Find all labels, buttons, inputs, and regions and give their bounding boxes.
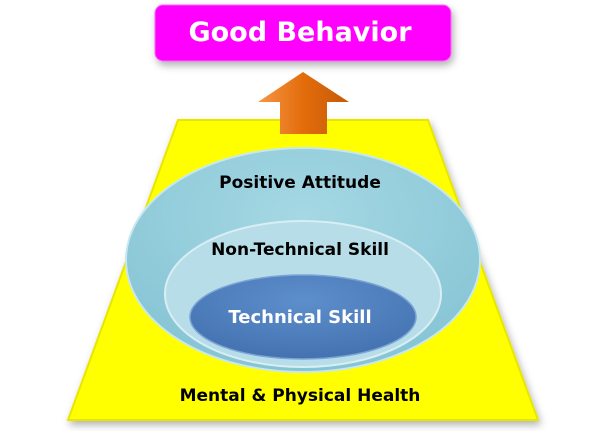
up-arrow-icon xyxy=(258,72,349,134)
technical-skill-label: Technical Skill xyxy=(228,307,372,328)
title-box xyxy=(154,4,452,62)
positive-attitude-label: Positive Attitude xyxy=(219,173,381,193)
mental-physical-health-label: Mental & Physical Health xyxy=(179,386,421,406)
non-technical-skill-label: Non-Technical Skill xyxy=(211,240,389,260)
title-text: Good Behavior xyxy=(188,17,412,48)
inner-ellipse xyxy=(189,274,417,360)
